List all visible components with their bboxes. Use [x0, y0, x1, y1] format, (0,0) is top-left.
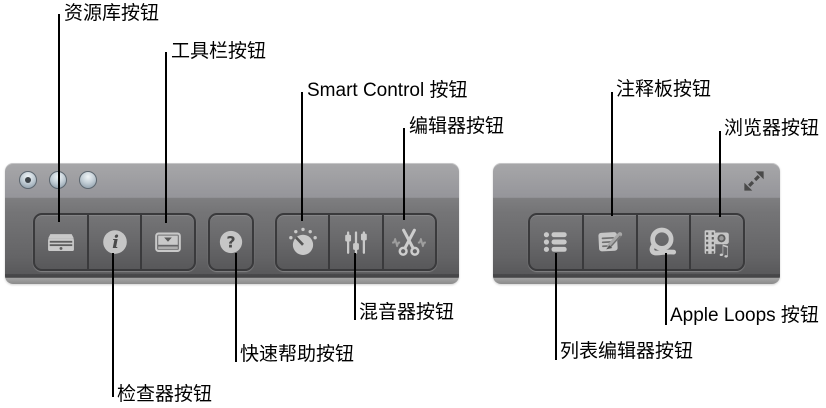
toolbar-button[interactable] — [142, 215, 194, 269]
callout-line — [165, 52, 167, 223]
callout-label-list-editors: 列表编辑器按钮 — [560, 341, 694, 362]
media-browser-icon: ♫ — [704, 230, 731, 260]
expand-arrows-icon[interactable] — [739, 166, 769, 196]
window-control-dot-icon — [25, 177, 31, 183]
apple-loops-button[interactable] — [638, 215, 692, 269]
callout-line — [301, 92, 303, 221]
callout-line — [403, 128, 405, 220]
callout-line — [665, 253, 667, 325]
callout-line — [58, 14, 60, 222]
callout-line — [235, 253, 237, 362]
callout-label-browsers: 浏览器按钮 — [724, 118, 820, 139]
left-view-button-group: i — [33, 213, 196, 271]
callout-label-editors: 编辑器按钮 — [409, 116, 505, 137]
callout-line — [112, 253, 114, 397]
callout-label-toolbar: 工具栏按钮 — [171, 41, 267, 62]
control-view-button-group — [275, 213, 437, 271]
quick-help-button[interactable]: ? — [210, 215, 252, 269]
callout-line — [555, 253, 557, 360]
loop-lasso-icon — [650, 227, 677, 256]
knob-icon — [288, 227, 317, 255]
callout-line — [719, 131, 721, 217]
smart-controls-button[interactable] — [277, 215, 331, 269]
callout-label-inspector: 检查器按钮 — [117, 384, 213, 405]
callout-line — [354, 253, 356, 320]
info-icon: i — [102, 230, 127, 254]
toolbar-left-segment: i ? — [5, 163, 459, 284]
question-icon: ? — [219, 230, 243, 254]
callout-label-mixer: 混音器按钮 — [359, 302, 455, 323]
callout-label-quick-help: 快速帮助按钮 — [240, 344, 355, 365]
toolbar-right-segment: ♫ — [493, 163, 780, 284]
svg-text:i: i — [112, 232, 119, 253]
toolbar-window-icon — [155, 232, 181, 253]
window-control-button-1[interactable] — [19, 171, 37, 189]
quick-help-button-group: ? — [208, 213, 254, 271]
mixer-button[interactable] — [330, 215, 384, 269]
library-icon — [47, 234, 74, 251]
inspector-button[interactable]: i — [89, 215, 143, 269]
right-view-button-group: ♫ — [528, 213, 745, 271]
window-control-button-3[interactable] — [79, 171, 97, 189]
scissors-waveform-icon — [392, 228, 427, 256]
callout-label-note-pads: 注释板按钮 — [616, 79, 712, 100]
callout-line — [611, 92, 613, 216]
editors-button[interactable] — [384, 215, 435, 269]
bullet-list-icon — [543, 232, 567, 252]
browsers-button[interactable]: ♫ — [691, 215, 743, 269]
callout-label-library: 资源库按钮 — [64, 3, 160, 24]
callout-label-smart-control: Smart Control 按钮 — [307, 80, 468, 101]
faders-icon — [345, 231, 367, 254]
callout-label-apple-loops: Apple Loops 按钮 — [670, 305, 819, 326]
svg-text:♫: ♫ — [717, 241, 731, 260]
note-pads-button[interactable] — [584, 215, 638, 269]
svg-text:?: ? — [226, 233, 235, 252]
library-button[interactable] — [35, 215, 89, 269]
list-editors-button[interactable] — [530, 215, 584, 269]
notepad-pencil-icon — [598, 232, 622, 252]
